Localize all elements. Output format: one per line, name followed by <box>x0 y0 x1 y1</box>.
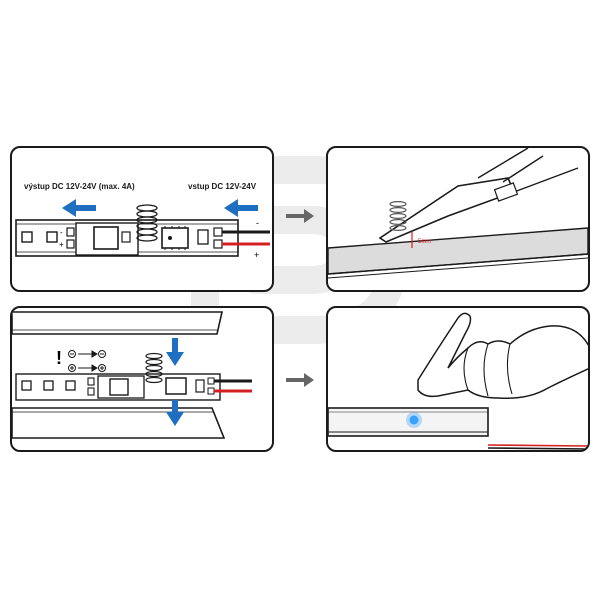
spring-sensor-icon <box>136 204 158 242</box>
assembly-panel: ! <box>10 306 274 452</box>
down-arrow-icon <box>166 400 184 426</box>
profile-base <box>12 407 226 439</box>
led-chip <box>21 231 33 243</box>
red-wire <box>487 444 588 447</box>
polarity-hint <box>68 350 106 372</box>
assembly-drawing: ! <box>12 311 252 439</box>
profile-cover <box>12 311 224 335</box>
left-arrow-icon <box>224 199 258 217</box>
sensor-drawing: 5mm <box>328 148 588 279</box>
led-chip <box>46 231 58 243</box>
right-arrow-icon <box>286 209 314 223</box>
minus-mark-left: - <box>60 228 63 237</box>
profile-bar <box>328 407 489 437</box>
warning-mark: ! <box>56 348 62 368</box>
tool-blade <box>378 177 516 243</box>
led-glow-core <box>409 415 419 425</box>
spring-sensor-icon <box>389 200 407 231</box>
controller-module <box>75 222 139 256</box>
aluminium-profile <box>328 227 588 275</box>
finger-icon <box>463 343 513 397</box>
right-arrow-icon <box>286 373 314 387</box>
distance-label: 5mm <box>418 239 431 245</box>
plus-mark: + <box>254 250 259 260</box>
input-label: vstup DC 12V-24V <box>188 182 257 191</box>
minus-mark: - <box>256 218 259 228</box>
sensor-distance-panel: 5mm <box>326 146 590 292</box>
hand-icon <box>417 312 588 400</box>
spring-sensor-icon <box>145 352 163 384</box>
output-label: výstup DC 12V-24V (max. 4A) <box>24 182 135 191</box>
wiring-panel: výstup DC 12V-24V (max. 4A) vstup DC 12V… <box>10 146 274 292</box>
ic-chip <box>161 227 189 249</box>
down-arrow-icon <box>166 338 184 366</box>
touch-drawing <box>328 312 588 450</box>
plus-mark-left: + <box>59 240 64 249</box>
wiring-drawing: - + <box>15 199 270 260</box>
left-arrow-icon <box>62 199 96 217</box>
touch-panel <box>326 306 590 452</box>
